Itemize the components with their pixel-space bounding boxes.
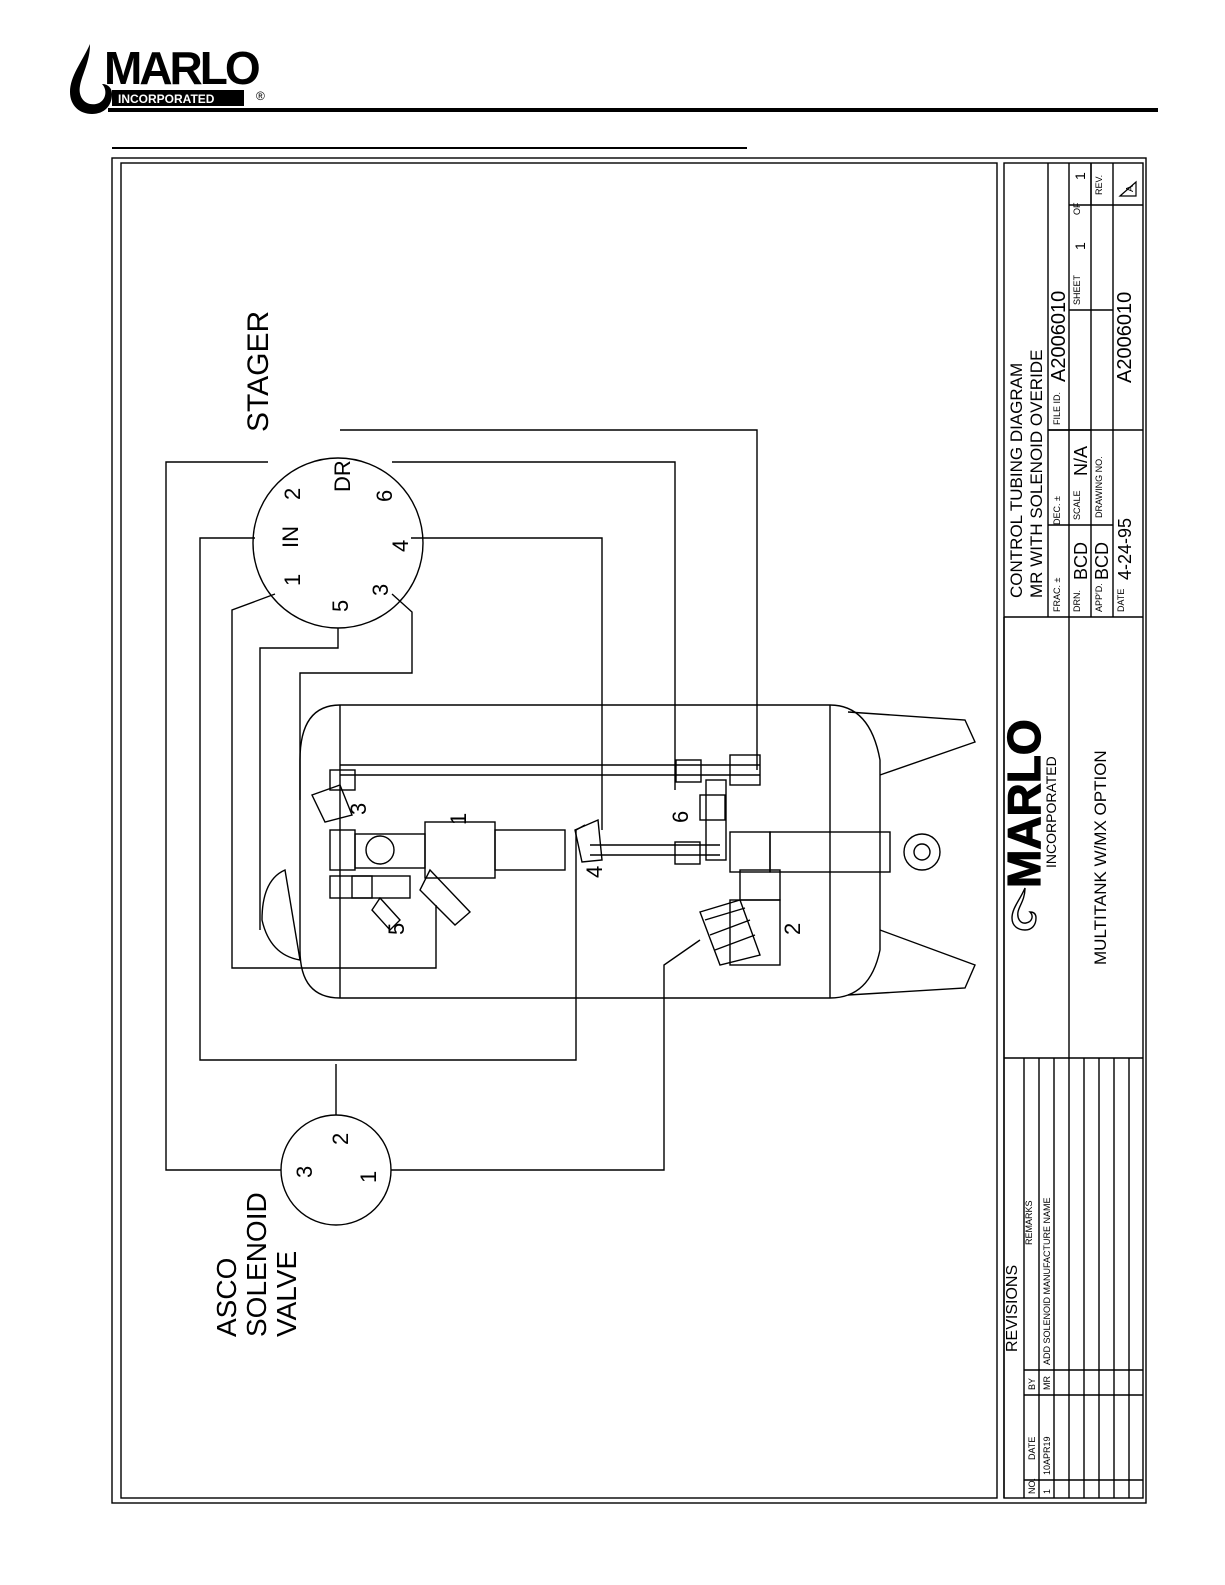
- title-line2: MR WITH SOLENOID OVERIDE: [1027, 350, 1046, 598]
- stager-port-1: 1: [280, 574, 305, 586]
- stager-label: STAGER: [242, 311, 275, 432]
- title-line1: CONTROL TUBING DIAGRAM: [1007, 363, 1026, 598]
- date-value: 4-24-95: [1115, 518, 1135, 580]
- scale-value: N/A: [1071, 446, 1091, 476]
- revisions-heading: REVISIONS: [1004, 1265, 1021, 1352]
- product-name: MULTITANK W/MX OPTION: [1091, 750, 1110, 965]
- solenoid-port-3: 3: [292, 1166, 317, 1178]
- diagram-frame: [120, 162, 998, 1499]
- tank-outline: [299, 704, 881, 999]
- drn-value: BCD: [1071, 542, 1091, 580]
- solenoid-port-1: 1: [356, 1171, 381, 1183]
- solenoid-label-line2: SOLENOID: [241, 1192, 272, 1337]
- file-id-label: FILE ID.: [1052, 392, 1062, 425]
- rev-value: A: [1125, 185, 1136, 192]
- company-sub: INCORPORATED: [1043, 756, 1059, 868]
- frac-label: FRAC. ±: [1052, 577, 1062, 612]
- sheet-label: SHEET: [1072, 274, 1082, 305]
- rev-row-date: 10APR19: [1042, 1436, 1052, 1475]
- valve-number-1: 1: [446, 813, 471, 825]
- logo-tagline: INCORPORATED: [118, 92, 215, 106]
- company-name: MARLO: [998, 719, 1050, 888]
- solenoid-label-line3: VALVE: [271, 1251, 302, 1337]
- valve-number-2: 2: [780, 923, 805, 935]
- drn-label: DRN.: [1072, 590, 1082, 612]
- stager-port-5: 5: [328, 600, 353, 612]
- drawing-no-label: DRAWING NO.: [1094, 456, 1104, 518]
- stager-port-6: 6: [372, 490, 397, 502]
- rev-row-by: MR: [1042, 1376, 1052, 1390]
- stager-port-4: 4: [388, 540, 413, 552]
- rev-row-no: 1: [1042, 1489, 1052, 1494]
- stager-port-in: IN: [278, 526, 303, 548]
- revision-triangle-icon: [1118, 180, 1137, 197]
- scale-label: SCALE: [1072, 490, 1082, 520]
- solenoid-label-line1: ASCO: [211, 1258, 242, 1337]
- appd-label: APP'D.: [1094, 583, 1104, 612]
- of-label: OF: [1072, 202, 1082, 215]
- of-value: 1: [1072, 172, 1088, 180]
- rev-col-date: DATE: [1027, 1437, 1037, 1460]
- appd-value: BCD: [1092, 542, 1112, 580]
- title-block-drop-icon: [1011, 887, 1037, 931]
- solenoid-port-2: 2: [328, 1133, 353, 1145]
- marlo-logo: MARLO INCORPORATED ®: [70, 42, 265, 114]
- file-id-value: A2006010: [1048, 291, 1070, 382]
- rev-col-no: NO.: [1027, 1478, 1037, 1494]
- registered-mark: ®: [256, 89, 265, 103]
- valve-number-5: 5: [384, 923, 409, 935]
- stager-port-dr: DR: [330, 460, 355, 492]
- valve-number-6: 6: [668, 811, 693, 823]
- rev-col-by: BY: [1027, 1378, 1037, 1390]
- drawing-border: [111, 157, 1147, 1504]
- sub-rule: [112, 147, 747, 149]
- rev-label: REV.: [1094, 175, 1104, 195]
- stager-port-3: 3: [368, 584, 393, 596]
- valve-number-3: 3: [346, 803, 371, 815]
- logo-wordmark: MARLO: [104, 42, 259, 94]
- stager-port-2: 2: [280, 488, 305, 500]
- date-label: DATE: [1116, 589, 1126, 612]
- rev-col-remarks: REMARKS: [1024, 1200, 1034, 1245]
- valve-number-4: 4: [582, 866, 607, 878]
- header-rule: [108, 108, 1158, 112]
- title-block-logo: MARLO: [997, 719, 1051, 931]
- sheet-value: 1: [1072, 242, 1088, 250]
- rev-row-remarks: ADD SOLENOID MANUFACTURE NAME: [1042, 1197, 1052, 1365]
- drawing-no-value: A2006010: [1114, 292, 1136, 383]
- dec-label: DEC. ±: [1052, 496, 1062, 525]
- water-drop-icon: [70, 44, 112, 114]
